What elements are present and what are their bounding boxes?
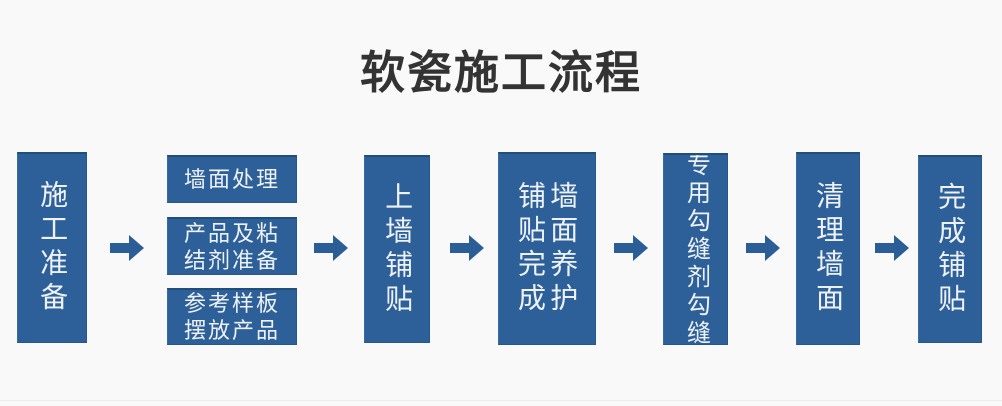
flow-step-1-label: 施工准备	[37, 180, 69, 316]
flow-step-1: 施工准备	[17, 152, 87, 343]
flow-step-2a-label: 墙面处理	[183, 167, 280, 192]
arrow-step1-to-step2	[110, 233, 144, 263]
flow-step-2b: 产品及粘 结剂准备	[167, 217, 297, 275]
flow-step-5: 专用勾缝剂勾缝	[663, 153, 728, 345]
page-title: 软瓷施工流程	[359, 47, 642, 98]
arrow-step6-to-step7	[875, 233, 909, 263]
flow-step-3: 上墙铺贴	[364, 155, 430, 343]
flow-step-4: 铺贴完成 墙面养护	[498, 152, 596, 345]
flow-step-5-label: 专用勾缝剂勾缝	[682, 153, 710, 345]
flow-step-2a: 墙面处理	[167, 155, 297, 203]
flow-step-2b-label: 产品及粘 结剂准备	[183, 220, 280, 273]
flow-step-4-column-2: 铺贴完成	[515, 181, 546, 317]
arrow-step5-to-step6	[746, 233, 780, 263]
bottom-divider	[0, 400, 1002, 401]
arrow-step3-to-step4	[450, 233, 484, 263]
flow-step-7-label: 完成铺贴	[935, 181, 967, 318]
flow-step-4-column-1: 墙面养护	[547, 181, 579, 317]
flow-step-7: 完成铺贴	[918, 155, 982, 343]
flow-step-2c-label: 参考样板 摆放产品	[183, 291, 280, 343]
flow-step-3-label: 上墙铺贴	[382, 181, 414, 318]
arrow-step4-to-step5	[614, 233, 648, 263]
flow-step-6-label: 清理墙面	[813, 181, 845, 317]
flow-step-2c: 参考样板 摆放产品	[167, 288, 297, 345]
arrow-step2-to-step3	[314, 233, 348, 263]
flow-step-6: 清理墙面	[796, 152, 860, 345]
